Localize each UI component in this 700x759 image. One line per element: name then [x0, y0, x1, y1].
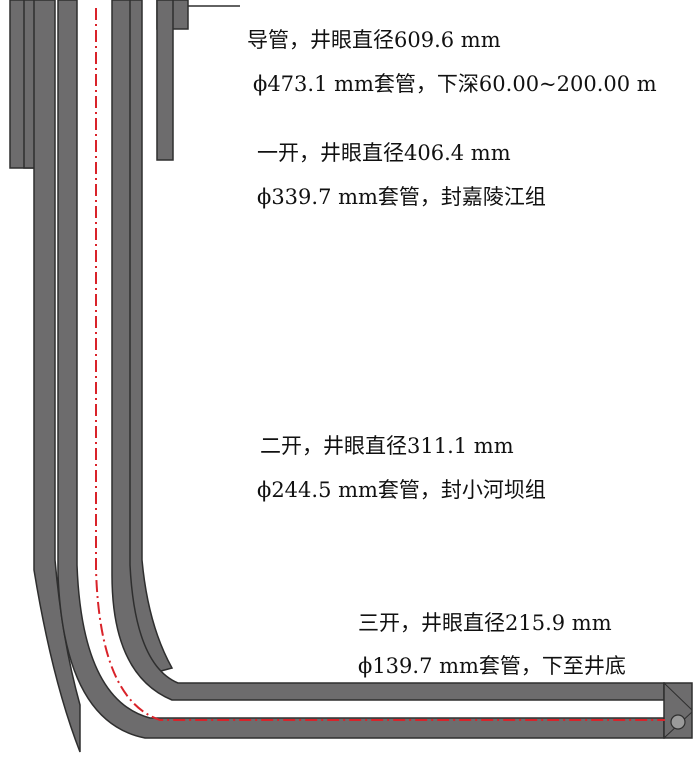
conductor-casing-label: ϕ473.1 mm套管，下深60.00~200.00 m	[253, 72, 657, 96]
second-opening-hole-label: 二开，井眼直径311.1 mm	[260, 434, 514, 458]
first-opening-casing-label: ϕ339.7 mm套管，封嘉陵江组	[257, 185, 546, 209]
conductor-hole-label: 导管，井眼直径609.6 mm	[247, 28, 501, 52]
float-shoe-ball	[670, 714, 686, 730]
surface-casing-right	[156, 0, 174, 161]
float-shoe-icon	[663, 682, 693, 739]
second-opening-casing-label: ϕ244.5 mm套管，封小河坝组	[257, 478, 546, 502]
float-shoe-top-edge	[663, 682, 693, 711]
first-opening-hole-label: 一开，井眼直径406.4 mm	[257, 141, 511, 165]
third-opening-hole-label: 三开，井眼直径215.9 mm	[358, 611, 612, 635]
production-casing-upper	[111, 0, 665, 701]
well-centerline	[95, 8, 665, 721]
third-opening-casing-label: ϕ139.7 mm套管，下至井底	[358, 654, 626, 678]
